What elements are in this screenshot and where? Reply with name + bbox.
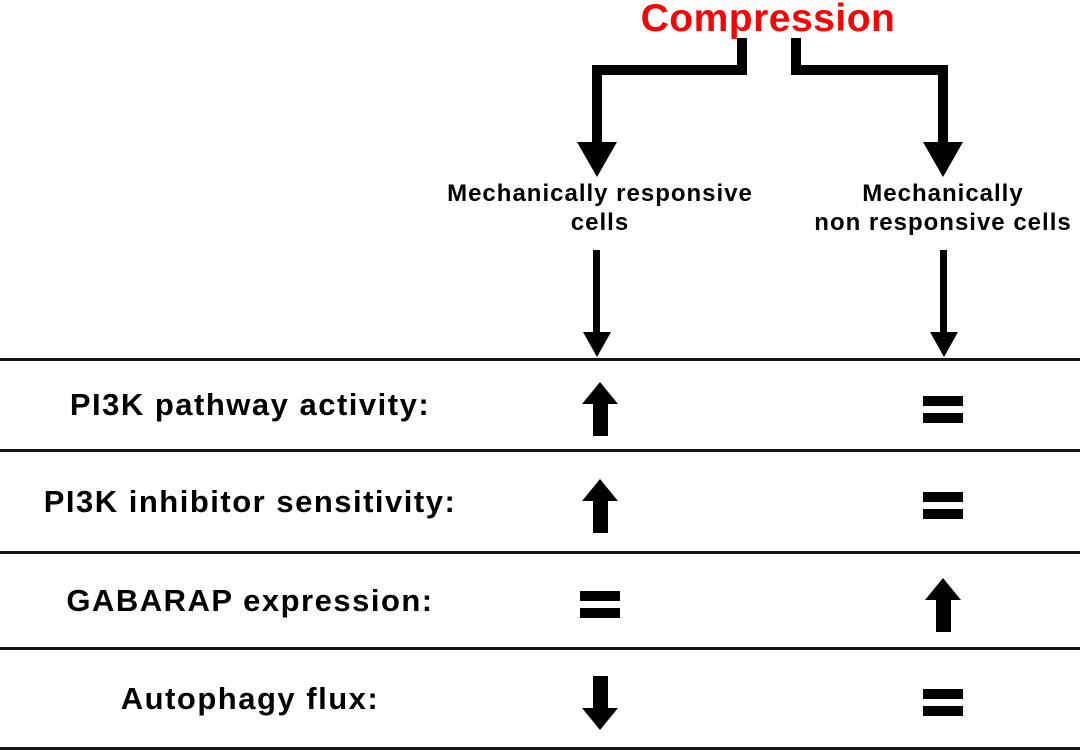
arrow-head (583, 332, 611, 357)
arrow-stem (593, 250, 600, 334)
connector-right-vertical (938, 65, 948, 142)
column-header-line: Mechanically responsive (447, 180, 753, 207)
responsive-cell (540, 554, 660, 647)
non-responsive-cell (883, 554, 1003, 647)
connector-right-horizontal (791, 65, 948, 75)
table-row: GABARAP expression: (0, 554, 1080, 647)
row-label: Autophagy flux: (120, 680, 380, 716)
row-label: GABARAP expression: (66, 582, 434, 618)
up-arrow-icon (925, 577, 961, 632)
responsive-cell (540, 361, 660, 449)
row-label: PI3K inhibitor sensitivity: (43, 483, 457, 519)
equals-icon (923, 689, 963, 716)
table-divider-line (0, 551, 1080, 554)
row-label: PI3K pathway activity: (69, 387, 431, 422)
non-responsive-cell (883, 452, 1003, 551)
equals-icon (580, 591, 620, 618)
non-responsive-cell (883, 361, 1003, 449)
table-divider-line (0, 358, 1080, 361)
column-header-line: Mechanically (862, 180, 1024, 207)
down-arrow-left-icon (583, 250, 611, 357)
down-arrowhead-left-icon (577, 142, 617, 177)
connector-left-stub (737, 38, 747, 75)
responsive-cell (540, 650, 660, 747)
up-arrow-icon (582, 478, 618, 533)
equals-icon (923, 395, 963, 423)
column-header-line: cells (570, 209, 630, 236)
table-divider-line (0, 647, 1080, 650)
non-responsive-cell (883, 650, 1003, 747)
figure-title: Compression (640, 0, 896, 40)
table-row: PI3K inhibitor sensitivity: (0, 452, 1080, 551)
column-header-responsive-cells: Mechanically responsive cells (420, 179, 780, 237)
connector-left-horizontal (592, 65, 747, 75)
table-row: Autophagy flux: (0, 650, 1080, 747)
up-arrow-icon (582, 382, 618, 436)
equals-icon (923, 492, 963, 519)
arrow-stem (940, 250, 947, 334)
down-arrowhead-right-icon (923, 142, 963, 177)
connector-right-stub (791, 38, 801, 75)
arrow-head (930, 332, 958, 357)
down-arrow-right-icon (930, 250, 958, 357)
column-header-line: non responsive cells (814, 209, 1072, 236)
table-divider-line (0, 747, 1080, 750)
down-arrow-icon (582, 675, 618, 730)
connector-left-vertical (592, 65, 602, 142)
table-divider-line (0, 449, 1080, 452)
table-row: PI3K pathway activity: (0, 361, 1080, 449)
column-header-non-responsive-cells: Mechanically non responsive cells (763, 179, 1080, 237)
responsive-cell (540, 452, 660, 551)
